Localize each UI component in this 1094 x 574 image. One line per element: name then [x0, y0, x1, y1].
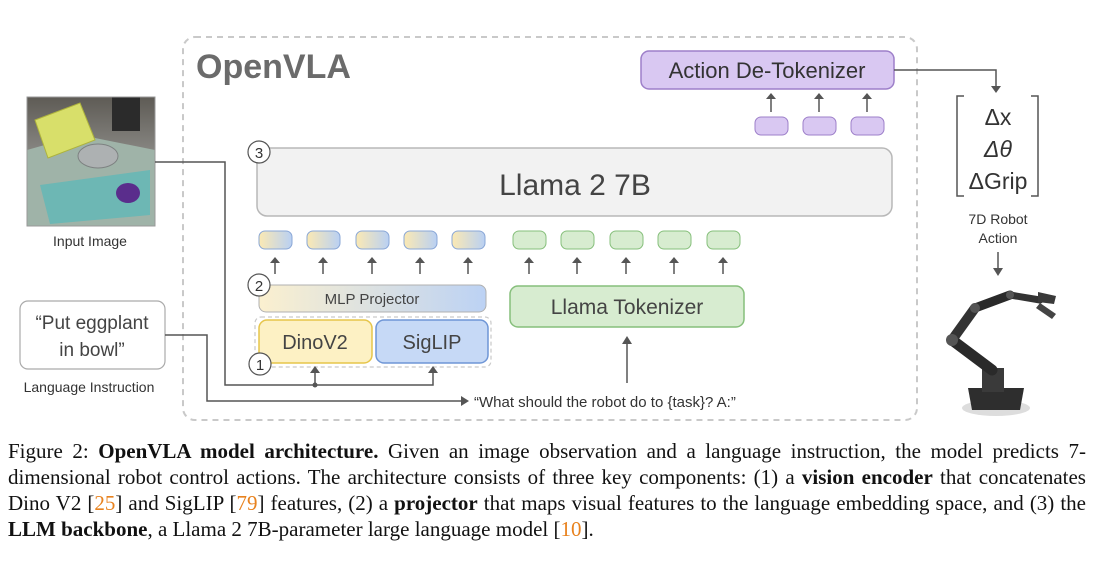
siglip-label: SigLIP: [403, 332, 462, 354]
mlp-projector-label: MLP Projector: [325, 291, 420, 308]
action-dx: Δx: [985, 104, 1012, 130]
llm-backbone-label: Llama 2 7B: [499, 169, 651, 202]
mlp-projector-box: [258, 284, 487, 313]
robot-arm-image: [946, 290, 1056, 416]
instruction-line-1: “Put eggplant: [35, 313, 149, 334]
figure-caption: Figure 2: OpenVLA model architecture. Gi…: [8, 438, 1086, 542]
vision-encoder-group: [254, 316, 492, 368]
llm-backbone-box: [256, 147, 893, 217]
action-detokenizer-label: Action De-Tokenizer: [669, 58, 866, 83]
text-tokens: [512, 230, 741, 250]
caption-bold-vision-encoder: vision encoder: [801, 465, 933, 489]
citation-link[interactable]: 25: [94, 491, 116, 515]
citation-link[interactable]: 10: [560, 517, 582, 541]
action-vector: [956, 95, 1039, 197]
action-dgrip: ΔGrip: [969, 168, 1028, 194]
figure-label: Figure 2:: [8, 439, 89, 463]
architecture-diagram: OpenVLA Action De-Tokenizer Llama 2 7B 3: [19, 36, 1056, 421]
action-tokens: [770, 98, 868, 112]
step-2-badge: [247, 273, 271, 297]
action-dtheta: Δθ: [983, 136, 1012, 162]
openvla-title: OpenVLA: [196, 48, 351, 86]
figure-title: OpenVLA model architecture.: [98, 439, 379, 463]
caption-text: that concatenates Dino V2 [: [8, 465, 1086, 515]
caption-bold-projector: projector: [394, 491, 478, 515]
llama-tokenizer-label: Llama Tokenizer: [551, 296, 704, 319]
instruction-line-2: in bowl”: [59, 340, 124, 361]
action-token: [850, 116, 885, 136]
dinov2-label: DinoV2: [282, 332, 348, 354]
instruction-label: Language Instruction: [24, 379, 155, 395]
citation-link[interactable]: 79: [236, 491, 258, 515]
prompt-text: “What should the robot do to {task}? A:”: [474, 394, 736, 411]
siglip-box: [375, 319, 489, 364]
action-token: [754, 116, 789, 136]
caption-bold-llm-backbone: LLM backbone: [8, 517, 148, 541]
action-label-line-2: Action: [979, 230, 1018, 246]
caption-text: that maps visual features to the languag…: [477, 491, 1086, 515]
step-1-number: 1: [256, 357, 264, 374]
caption-text: , a Llama 2 7B-parameter large language …: [147, 517, 561, 541]
openvla-frame: [182, 36, 918, 421]
caption-text: Given an image observation and a languag…: [8, 439, 1086, 489]
step-3-badge: [247, 140, 271, 164]
step-1-badge: [248, 352, 272, 376]
input-image: [26, 96, 156, 227]
action-label-line-1: 7D Robot: [968, 211, 1027, 227]
caption-text: ] and SigLIP [: [115, 491, 237, 515]
step-2-number: 2: [255, 278, 263, 295]
caption-text: ].: [581, 517, 594, 541]
image-tokens: [258, 230, 486, 250]
action-token: [802, 116, 837, 136]
llama-tokenizer-box: [509, 285, 745, 328]
input-image-label: Input Image: [53, 233, 127, 249]
caption-text: ] features, (2) a: [257, 491, 395, 515]
dinov2-box: [258, 319, 373, 364]
step-3-number: 3: [255, 145, 263, 162]
